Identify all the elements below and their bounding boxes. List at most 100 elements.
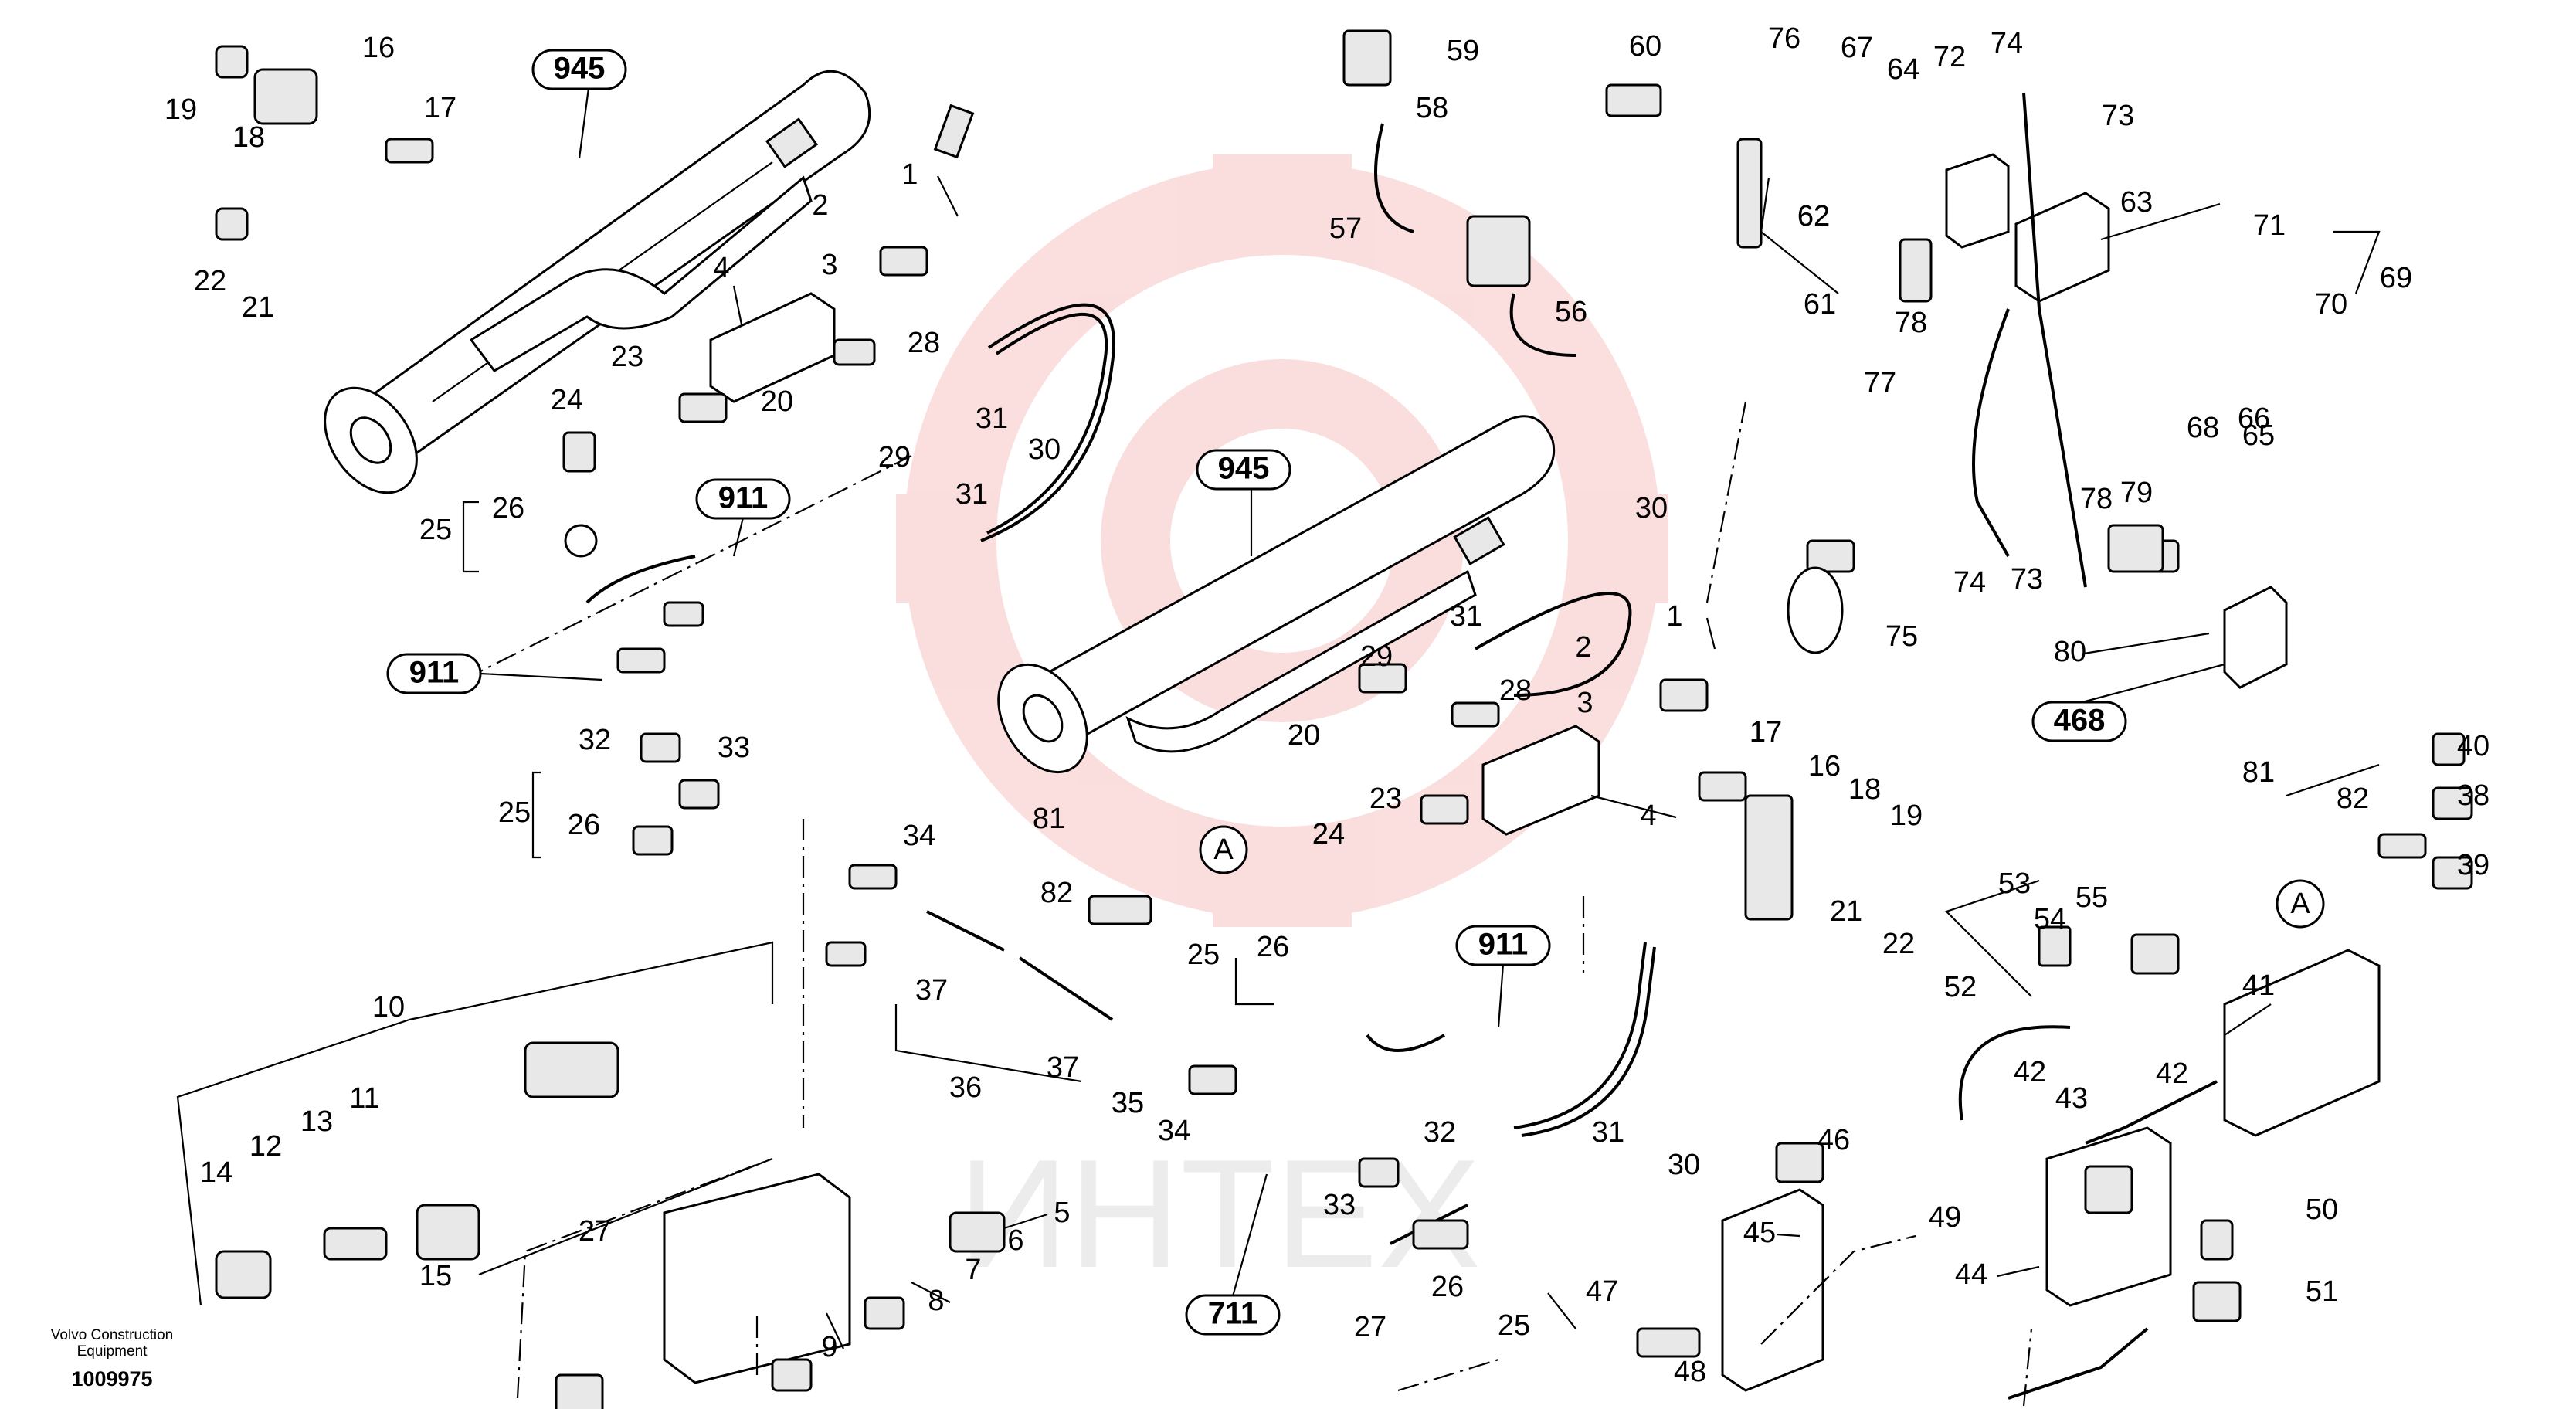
callout-18: 18 [232,121,265,154]
callout-16: 16 [362,32,395,64]
diagram-number: 1009975 [71,1367,153,1390]
watermark-text: ИНТЕХ [958,1128,1481,1300]
callout-12: 12 [249,1130,282,1163]
callout-50: 50 [2306,1193,2338,1226]
callout-25: 25 [1498,1309,1530,1342]
callout-81: 81 [1033,803,1065,835]
callout-20: 20 [1288,719,1320,752]
callout-58: 58 [1416,92,1448,124]
callout-62: 62 [1797,200,1830,233]
callout-10: 10 [372,991,405,1024]
callout-36: 36 [949,1071,982,1104]
bracket-lines [176,177,2381,1407]
callout-32: 32 [1424,1116,1456,1149]
ref-pill-711: 711 [1185,1294,1281,1336]
connection-marker-A: A [2276,879,2325,929]
cylinder-top-left [324,70,871,494]
callout-76: 76 [1768,22,1800,55]
callout-26: 26 [1431,1271,1464,1303]
callout-25: 25 [419,514,452,546]
callout-18: 18 [1848,773,1881,806]
callout-70: 70 [2315,288,2347,321]
connection-marker-A: A [1199,825,1248,874]
callout-23: 23 [611,341,643,373]
callout-73: 73 [2011,563,2043,596]
callout-75: 75 [1885,620,1918,653]
callout-22: 22 [1882,928,1915,960]
callout-7: 7 [965,1254,981,1286]
callout-19: 19 [1890,800,1923,832]
callout-31: 31 [976,402,1008,435]
callout-2: 2 [1575,631,1591,664]
callout-72: 72 [1933,41,1966,73]
callout-11: 11 [349,1082,379,1115]
callout-31: 31 [1592,1116,1624,1149]
connection-letter: A [1213,834,1234,866]
ref-label-911: 911 [409,656,460,690]
callout-30: 30 [1635,492,1668,525]
callout-3: 3 [821,249,837,281]
callout-55: 55 [2075,881,2108,914]
callout-24: 24 [551,384,583,416]
callout-38: 38 [2457,779,2489,812]
ref-pill-911: 911 [695,478,791,520]
ref-pill-945: 945 [1196,449,1291,491]
callout-26: 26 [1257,931,1289,963]
ref-label-945: 945 [1218,452,1270,486]
ref-label-711: 711 [1208,1297,1258,1331]
cylinder-middle [997,415,1556,774]
ref-pill-945: 945 [531,49,627,90]
callout-53: 53 [1998,867,2031,900]
callout-17: 17 [1750,716,1782,749]
callout-82: 82 [1040,877,1073,909]
fittings [215,29,2473,1409]
callout-77: 77 [1864,367,1896,399]
callout-45: 45 [1743,1217,1776,1249]
ref-pill-911: 911 [1455,925,1551,966]
callout-49: 49 [1929,1201,1961,1234]
callout-35: 35 [1112,1087,1144,1119]
callout-30: 30 [1028,433,1061,466]
callout-19: 19 [165,93,197,126]
callout-71: 71 [2253,209,2286,242]
callout-34: 34 [1158,1115,1190,1147]
callout-28: 28 [1499,674,1532,707]
callout-25: 25 [1187,939,1220,971]
callout-52: 52 [1944,971,1977,1003]
callout-3: 3 [1576,687,1593,719]
ref-pill-468: 468 [2031,701,2127,742]
callout-27: 27 [1354,1311,1386,1343]
callout-15: 15 [419,1260,452,1292]
callout-29: 29 [878,441,911,474]
callout-13: 13 [300,1105,333,1138]
callout-48: 48 [1674,1356,1706,1388]
ref-label-468: 468 [2054,704,2106,738]
callout-23: 23 [1369,783,1402,815]
callout-44: 44 [1955,1258,1987,1291]
callout-33: 33 [1323,1189,1356,1221]
callout-51: 51 [2306,1275,2338,1308]
callout-6: 6 [1007,1224,1023,1257]
callout-26: 26 [492,492,524,525]
watermark-gear [896,154,1668,927]
callout-41: 41 [2242,969,2275,1002]
callout-54: 54 [2034,903,2066,935]
callout-46: 46 [1817,1124,1850,1156]
callout-57: 57 [1329,212,1362,245]
callout-37: 37 [1047,1051,1079,1084]
callout-78: 78 [2080,483,2113,515]
callout-35: 35 [1112,1087,1144,1119]
callout-16: 16 [1808,750,1841,783]
callout-9: 9 [821,1331,837,1363]
callout-34: 34 [903,820,935,852]
callout-26: 26 [568,809,600,841]
callout-81: 81 [2242,756,2275,789]
callout-80: 80 [2054,636,2086,668]
callout-2: 2 [812,189,828,222]
callout-62: 62 [1797,200,1830,233]
callout-65: 65 [2242,419,2275,452]
callout-67: 67 [1841,32,1873,64]
callout-30: 30 [1668,1149,1700,1181]
connection-markers: AA [1199,825,2325,929]
